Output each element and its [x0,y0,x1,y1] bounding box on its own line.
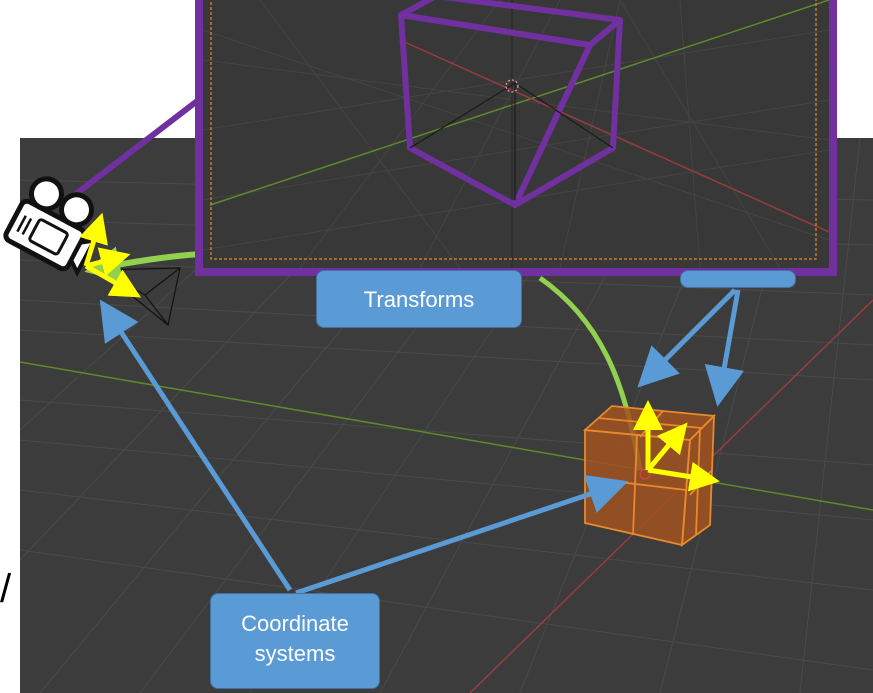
coordinate-systems-label: Coordinate systems [210,593,380,689]
coordinate-systems-line1: Coordinate [241,611,349,636]
camera-axes [79,212,142,298]
coordinate-arrows [99,288,745,596]
camera-frame-connector [70,92,207,200]
coordinate-systems-line2: systems [254,641,336,666]
render-frame [195,0,837,276]
transforms-label-text: Transforms [363,287,475,312]
cube-axes [633,400,720,492]
hidden-label-box [680,270,796,288]
stray-slash-glyph: / [0,567,12,611]
transforms-label: Transforms [316,270,522,328]
